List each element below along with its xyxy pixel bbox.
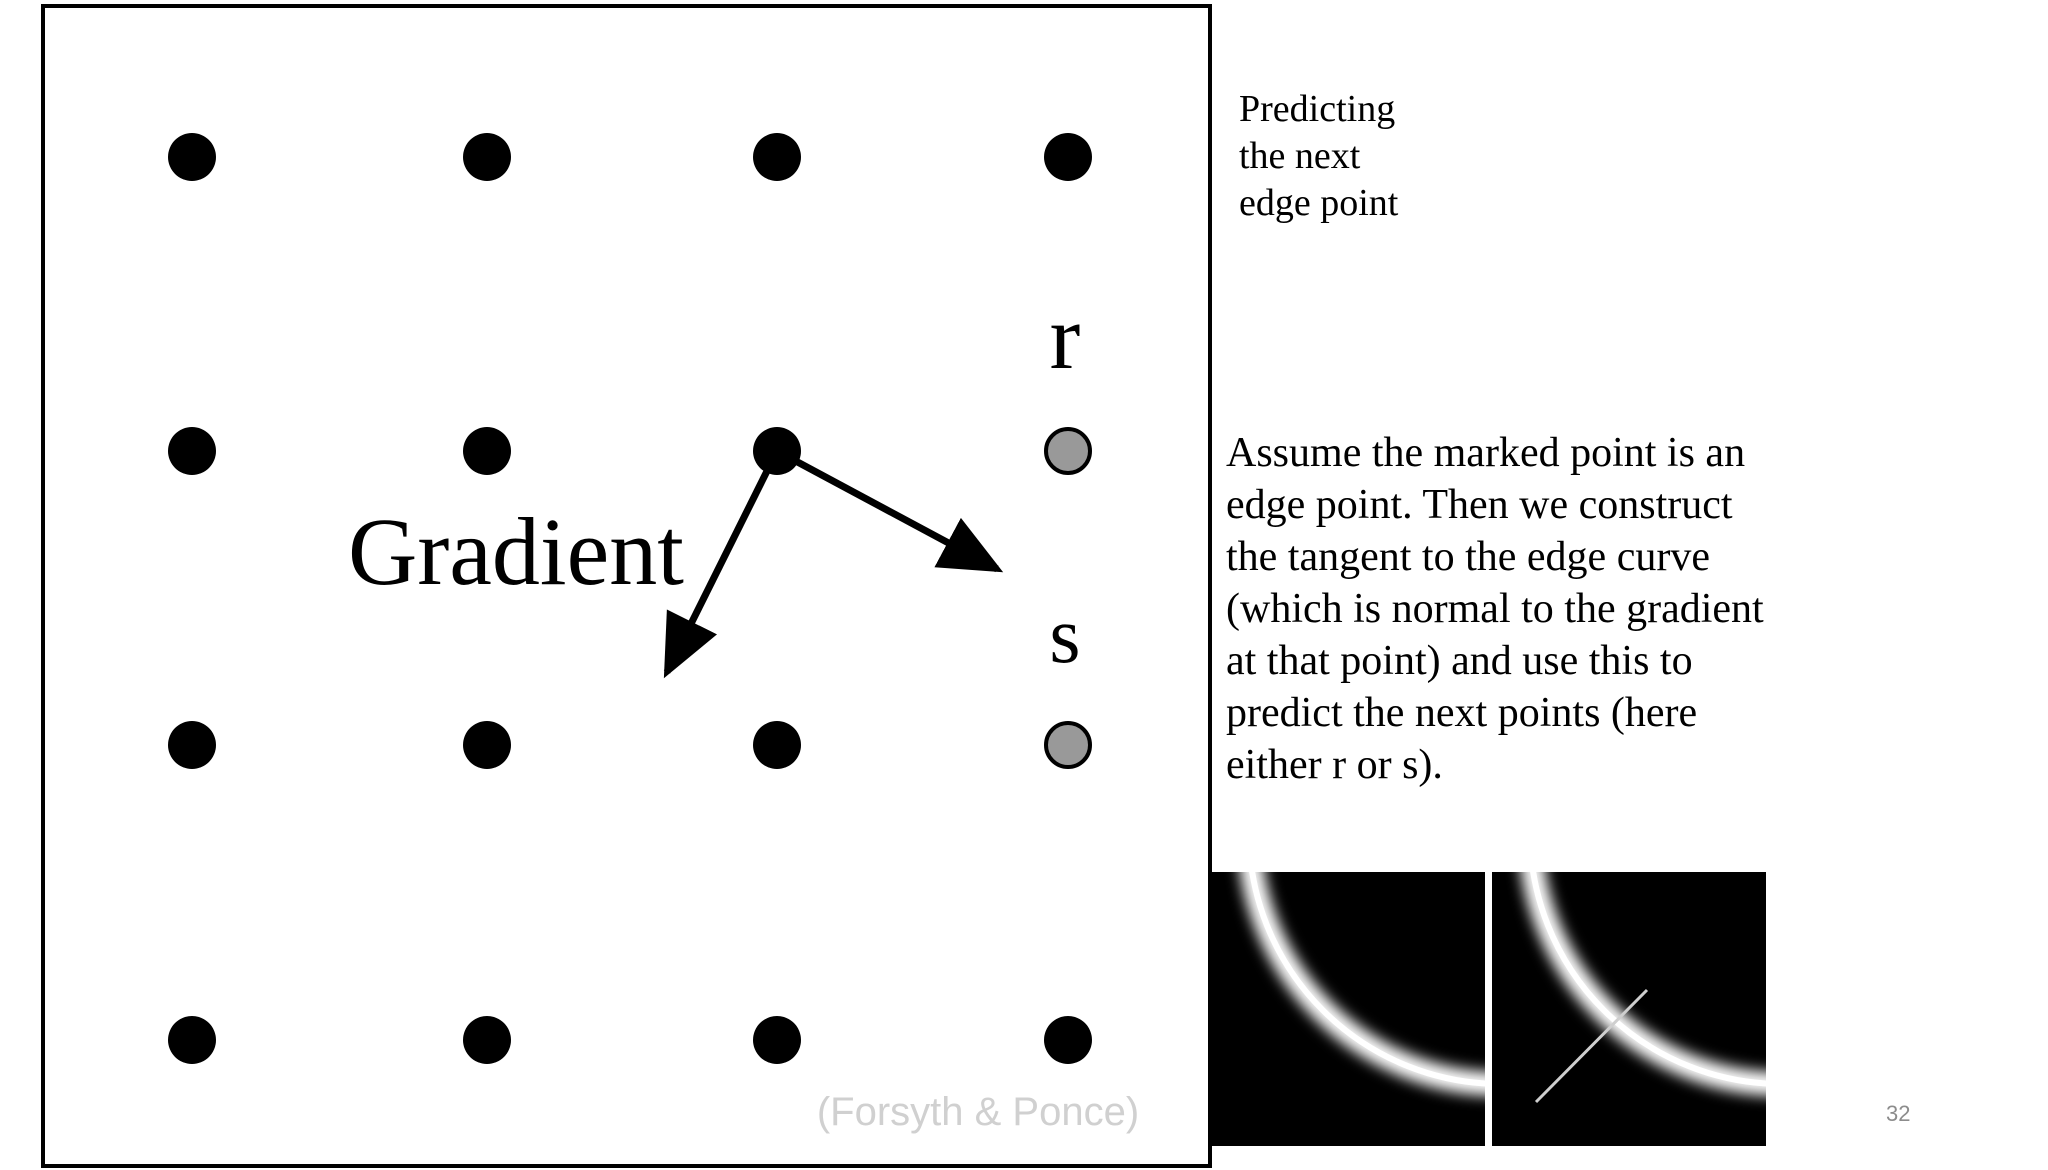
candidate-point-r <box>1044 427 1092 475</box>
thumbnail-edge-curve-with-tangent <box>1492 872 1766 1146</box>
grid-point <box>753 133 801 181</box>
grid-point <box>168 1016 216 1064</box>
grid-point <box>463 1016 511 1064</box>
grid-point <box>168 427 216 475</box>
grid-point <box>463 427 511 475</box>
tangent-arrow <box>775 447 1004 573</box>
grid-point <box>753 1016 801 1064</box>
grid-point <box>753 721 801 769</box>
gradient-arrow <box>663 449 781 679</box>
grid-point <box>168 721 216 769</box>
edge-grid-figure: Gradient r s (Forsyth & Ponce) <box>41 4 1212 1168</box>
candidate-point-s <box>1044 721 1092 769</box>
thumbnail-edge-curve <box>1211 872 1485 1146</box>
credit-text: (Forsyth & Ponce) <box>817 1090 1139 1134</box>
side-title: Predicting the next edge point <box>1239 88 1399 224</box>
gradient-label: Gradient <box>348 498 684 605</box>
thumbnail-strip <box>1211 872 1766 1146</box>
point-r-label: r <box>1050 286 1081 388</box>
point-s-label: s <box>1049 592 1080 680</box>
grid-point <box>168 133 216 181</box>
grid-point <box>463 133 511 181</box>
explanation-text: Assume the marked point is an edge point… <box>1226 430 1764 788</box>
grid-point <box>1044 133 1092 181</box>
figure-frame <box>41 4 1212 1168</box>
tangent-line <box>1534 988 1649 1104</box>
grid-point <box>1044 1016 1092 1064</box>
grid-point <box>463 721 511 769</box>
slide-number: 32 <box>1886 1101 1911 1126</box>
